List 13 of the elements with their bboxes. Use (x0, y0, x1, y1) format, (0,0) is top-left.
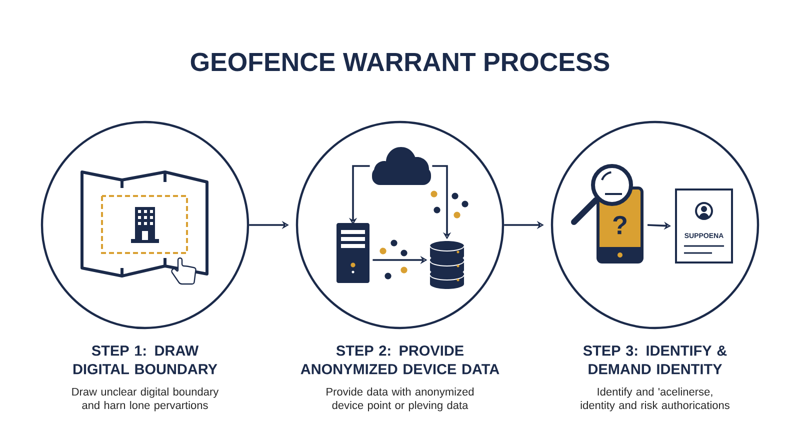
database-icon (430, 241, 464, 289)
step-heading: STEP 2: PROVIDE ANONYMIZED DEVICE DATA (300, 346, 500, 374)
step-heading: STEP 3: IDENTIFY & DEMAND IDENTITY (583, 346, 727, 374)
cloud-icon (372, 147, 431, 185)
step-description: Identify and 'acelinerse, identity and risk authorications (580, 388, 730, 412)
title: GEOFENCE WARRANT PROCESS (190, 52, 610, 72)
step-circle (550, 120, 760, 330)
step-circle (40, 120, 250, 330)
server-icon (336, 223, 370, 283)
step-heading: STEP 1: DRAW DIGITAL BOUNDARY (73, 346, 218, 374)
step-description: Provide data with anonymized device point or pleving data (326, 388, 474, 412)
step-description: Draw unclear digital boundary and harn lone pervartions (72, 388, 219, 412)
step-circle (296, 120, 504, 330)
